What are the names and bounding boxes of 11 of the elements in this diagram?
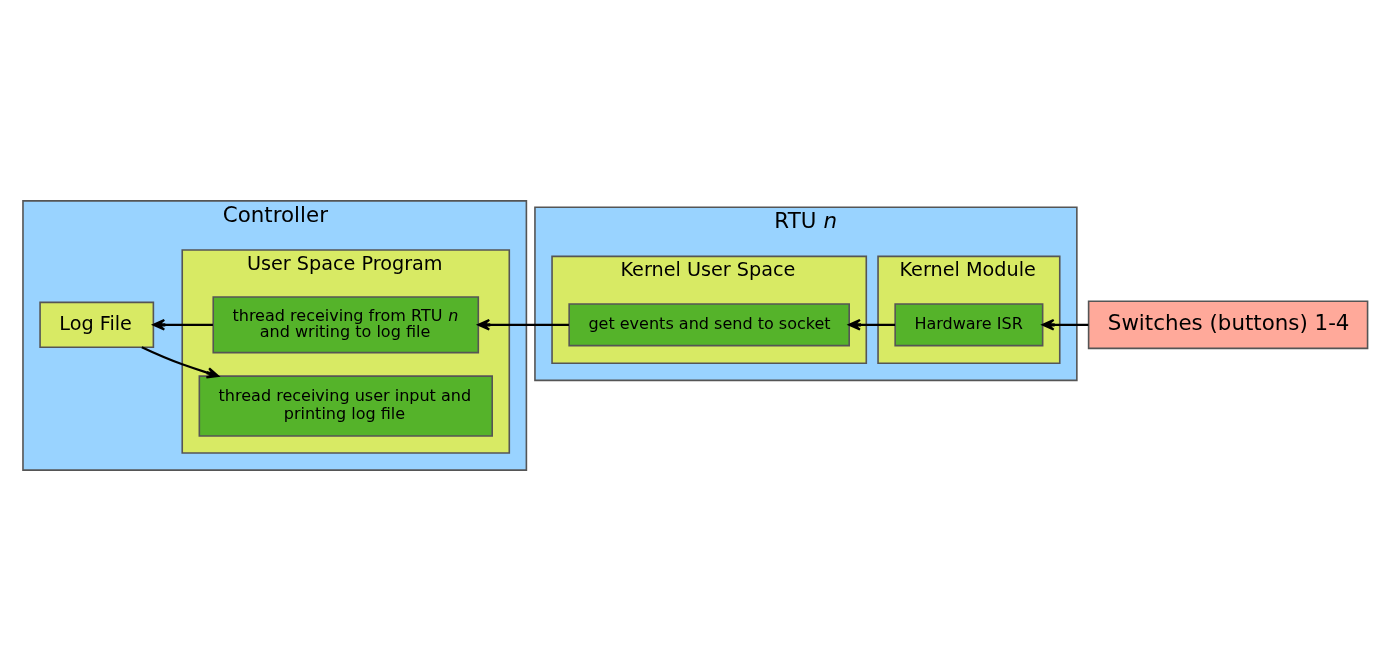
- arrow: [477, 318, 569, 331]
- arrow: [141, 346, 220, 379]
- node-box: get events and send to socket: [568, 303, 850, 347]
- node-box: thread receiving from RTU n and writing to log file: [212, 296, 480, 354]
- node-box: Log File: [39, 301, 155, 349]
- arrow: [848, 318, 896, 331]
- node-box: Switches (buttons) 1-4: [1087, 300, 1369, 350]
- arrow: [152, 318, 213, 331]
- arrow: [1041, 318, 1089, 331]
- node-box: thread receiving user input and printing log file: [198, 375, 493, 437]
- node-box: Hardware ISR: [894, 303, 1044, 347]
